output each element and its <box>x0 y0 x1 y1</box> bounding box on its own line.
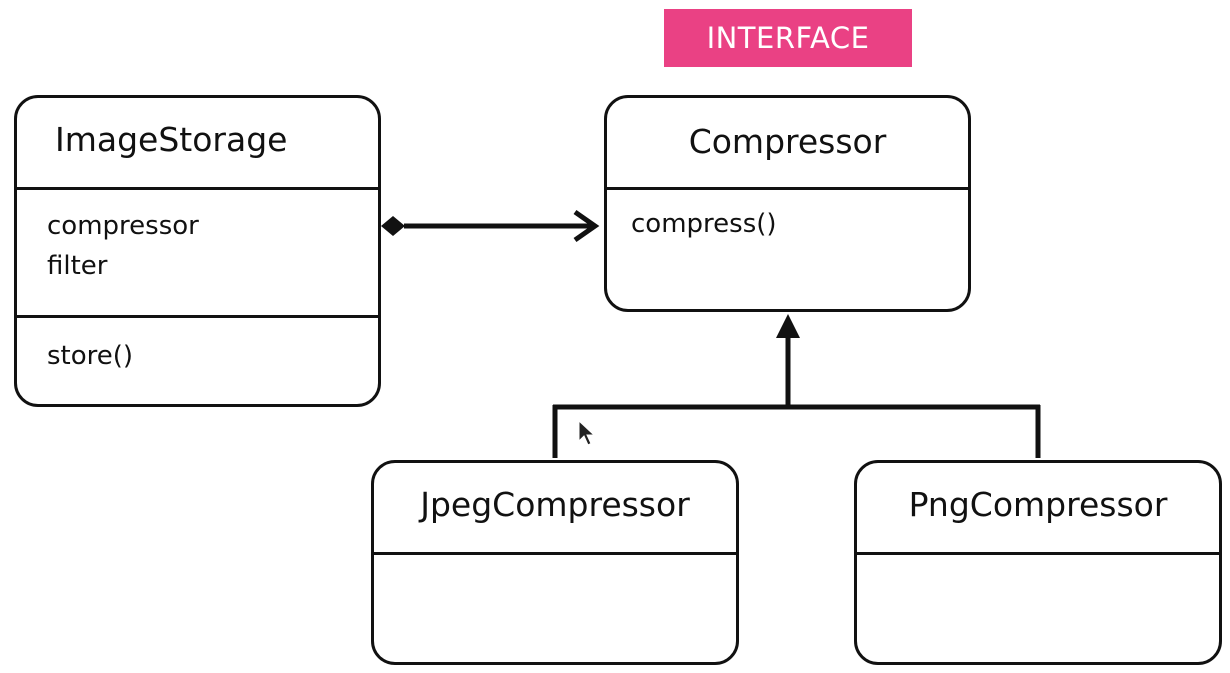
attribute-filter: filter <box>47 251 108 281</box>
class-compressor[interactable]: Compressor compress() <box>604 95 971 312</box>
arrowhead-open-icon <box>573 209 600 243</box>
class-name-compressor: Compressor <box>688 122 887 161</box>
attribute-compressor: compressor <box>47 211 199 241</box>
class-name-image-storage: ImageStorage <box>55 120 288 159</box>
composition-diamond-icon <box>381 216 405 236</box>
method-compress: compress() <box>631 209 777 239</box>
attributes-section: compressor filter <box>17 187 378 315</box>
mouse-cursor-icon <box>578 419 596 446</box>
arrowhead-solid-icon <box>776 314 800 338</box>
class-name-jpeg-compressor: JpegCompressor <box>420 485 690 524</box>
members-section <box>857 552 1219 662</box>
class-image-storage[interactable]: ImageStorage compressor filter store() <box>14 95 381 407</box>
members-section <box>374 552 736 662</box>
realization-tree <box>552 314 1041 458</box>
interface-badge: INTERFACE <box>664 9 912 67</box>
class-png-compressor[interactable]: PngCompressor <box>854 460 1222 665</box>
class-jpeg-compressor[interactable]: JpegCompressor <box>371 460 739 665</box>
methods-section: compress() <box>607 187 968 244</box>
method-store: store() <box>47 341 134 371</box>
class-name-png-compressor: PngCompressor <box>908 485 1168 524</box>
composition-arrow <box>381 209 600 243</box>
methods-section: store() <box>17 315 378 376</box>
